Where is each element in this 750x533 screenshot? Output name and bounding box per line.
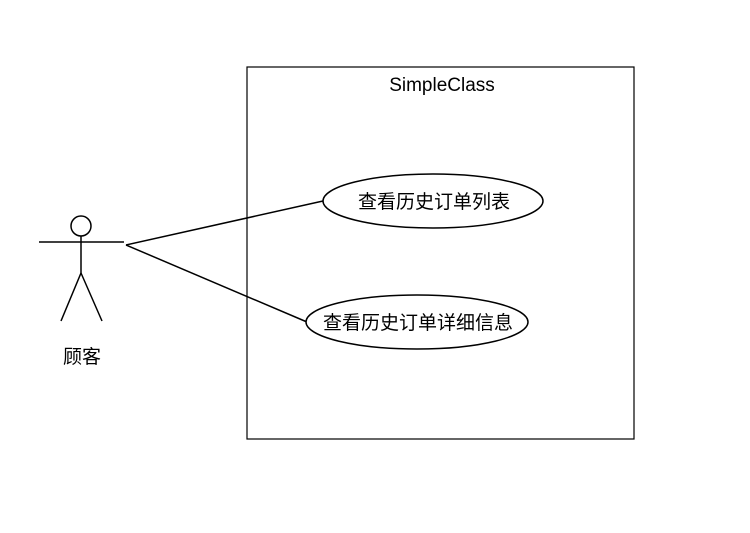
actor-left-leg: [60, 272, 82, 322]
use-case-order-detail[interactable]: 查看历史订单详细信息: [305, 294, 529, 350]
system-title: SimpleClass: [389, 75, 495, 96]
use-case-label: 查看历史订单详细信息: [323, 312, 513, 334]
use-case-order-list[interactable]: 查看历史订单列表: [322, 173, 544, 229]
association-line-1: [125, 200, 324, 246]
actor-name: 顾客: [63, 346, 101, 368]
association-line-2: [125, 244, 308, 323]
use-case-ellipse: [322, 173, 544, 229]
system-boundary: SimpleClass: [246, 66, 635, 440]
actor-right-leg: [80, 272, 103, 322]
actor-head: [70, 215, 92, 237]
use-case-label: 查看历史订单列表: [358, 191, 510, 213]
actor-customer[interactable]: 顾客: [39, 215, 124, 368]
use-case-ellipse: [305, 294, 529, 350]
system-boundary-box: [246, 66, 635, 440]
